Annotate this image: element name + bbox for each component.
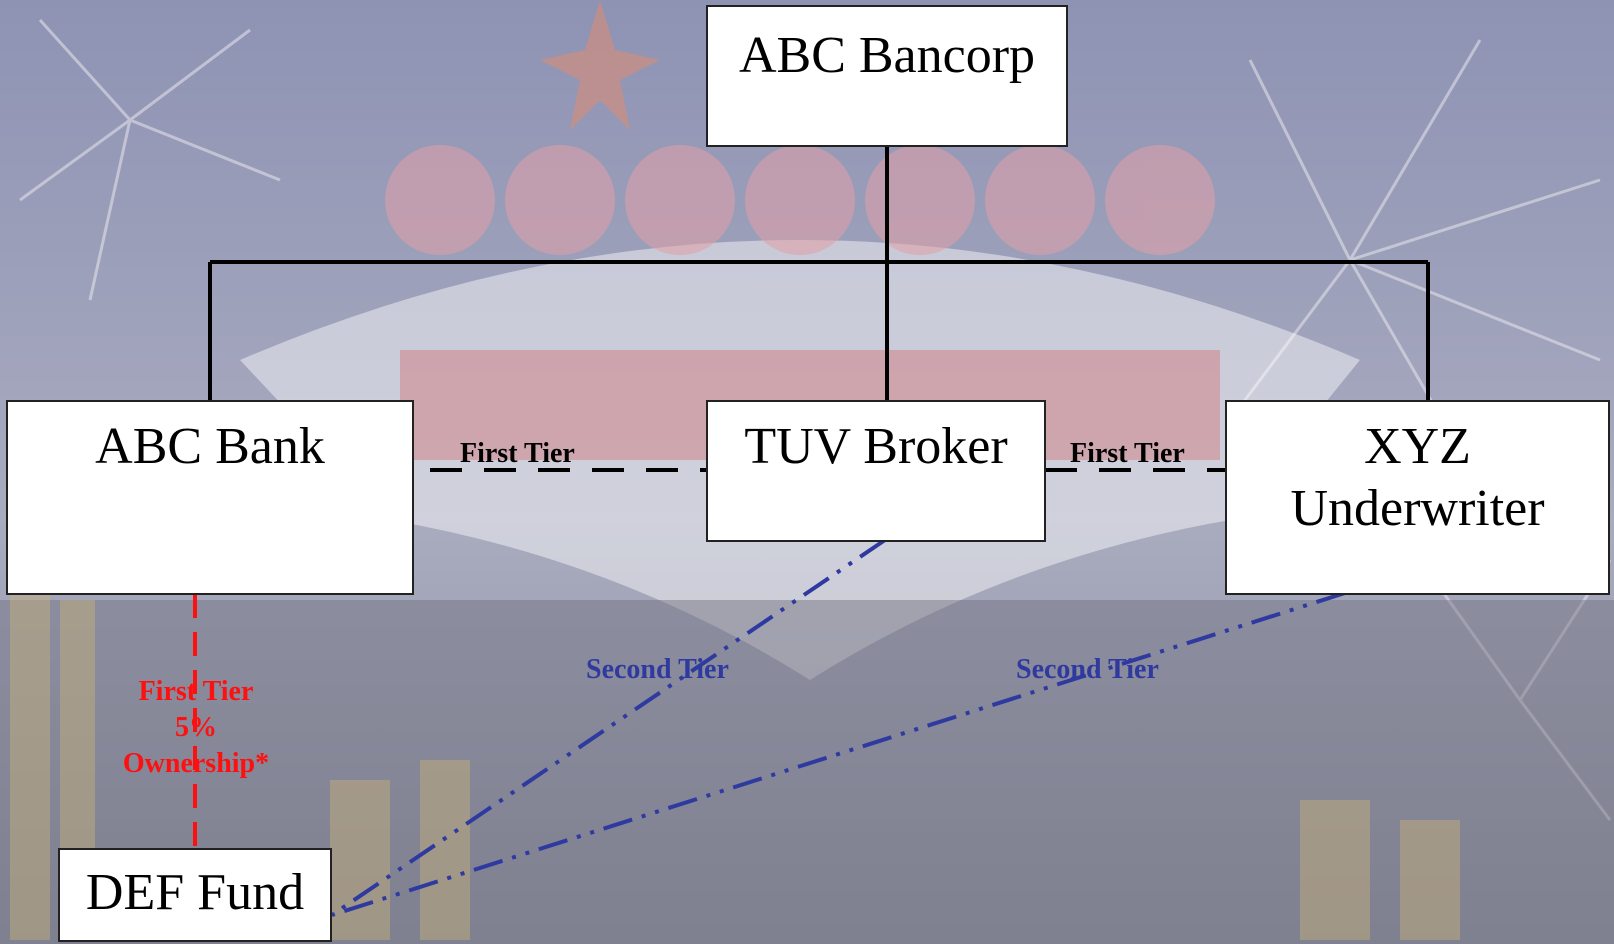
ownership-label: First Tier 5% Ownership* <box>96 674 296 782</box>
ownership-label-line3: Ownership* <box>96 746 296 782</box>
second-tier-broker-line <box>332 540 885 915</box>
node-abc-bancorp-label: ABC Bancorp <box>708 25 1066 87</box>
node-abc-bank: ABC Bank <box>6 400 414 595</box>
first-tier-right-label: First Tier <box>1070 438 1185 470</box>
first-tier-left-label: First Tier <box>460 438 575 470</box>
node-tuv-broker-label: TUV Broker <box>708 416 1044 478</box>
node-xyz-underwriter-line1: XYZ <box>1227 416 1608 478</box>
node-abc-bancorp: ABC Bancorp <box>706 5 1068 147</box>
node-xyz-underwriter: XYZ Underwriter <box>1225 400 1610 595</box>
ownership-label-line2: 5% <box>96 710 296 746</box>
node-abc-bank-label: ABC Bank <box>8 416 412 478</box>
second-tier-underwriter-line <box>332 593 1345 915</box>
node-def-fund-label: DEF Fund <box>60 862 330 924</box>
ownership-label-line1: First Tier <box>96 674 296 710</box>
node-def-fund: DEF Fund <box>58 848 332 942</box>
second-tier-broker-label: Second Tier <box>586 654 729 686</box>
node-xyz-underwriter-line2: Underwriter <box>1227 478 1608 540</box>
second-tier-underwriter-label: Second Tier <box>1016 654 1159 686</box>
node-tuv-broker: TUV Broker <box>706 400 1046 542</box>
